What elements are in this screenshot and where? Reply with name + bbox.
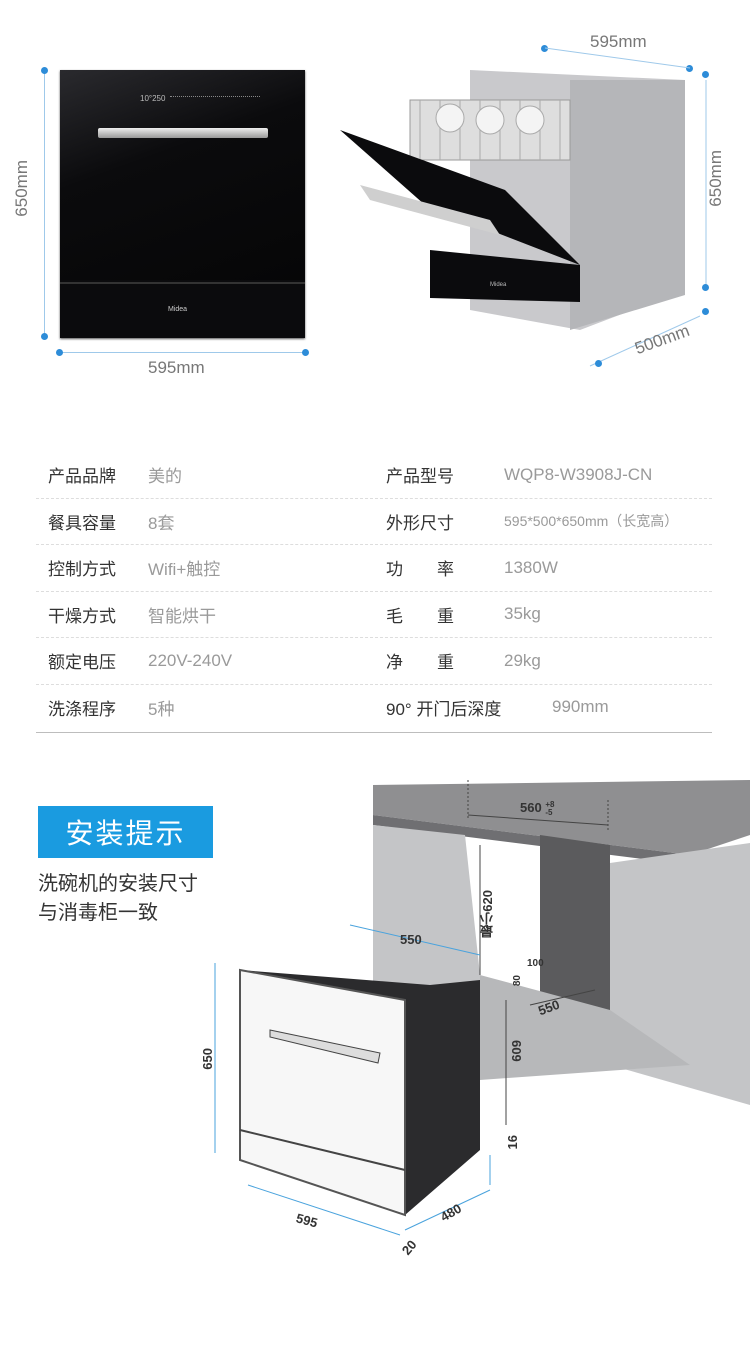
spec-label: 控制方式: [48, 560, 116, 580]
dishwasher-open-image: Midea: [340, 47, 707, 367]
glass-door: [60, 70, 305, 280]
side-width-label: 595mm: [590, 32, 647, 51]
svg-text:Midea: Midea: [490, 282, 507, 288]
cabinet-width-label: 560 +8 -5: [520, 800, 554, 817]
gap-609-label: 609: [509, 1040, 524, 1062]
door-divider: [60, 282, 305, 284]
control-panel-icons: [170, 96, 260, 100]
spec-label: 外形尺寸: [386, 513, 454, 533]
spec-label: 洗涤程序: [48, 699, 116, 719]
spec-label: 产品型号: [386, 467, 454, 487]
dimension-dot: [595, 360, 602, 367]
gap-100-label: 100: [527, 958, 544, 969]
spec-value: 美的: [148, 467, 182, 487]
spec-label: 功 率: [386, 560, 454, 580]
install-diagram: [214, 780, 750, 1236]
spec-value: 8套: [148, 513, 175, 533]
dimension-dot: [702, 284, 709, 291]
spec-value: 595*500*650mm（长宽高）: [504, 513, 679, 530]
spec-label: 90° 开门后深度: [386, 699, 502, 719]
dishwasher-front-image: 10°250 Midea: [60, 70, 305, 338]
dimension-dot: [702, 308, 709, 315]
install-note-line: 洗碗机的安装尺寸: [38, 873, 198, 895]
spec-table: 产品品牌 美的 产品型号 WQP8-W3908J-CN 餐具容量 8套 外形尺寸…: [36, 452, 712, 730]
spec-value: 35kg: [504, 604, 541, 624]
spec-row: 洗涤程序 5种 90° 开门后深度 990mm: [36, 685, 712, 731]
front-height-line: [44, 71, 45, 337]
cabinet-height-label: 最小620: [480, 890, 495, 938]
spec-row: 额定电压 220V-240V 净 重 29kg: [36, 638, 712, 685]
spec-value: 990mm: [552, 697, 609, 717]
spec-value: WQP8-W3908J-CN: [504, 464, 653, 484]
front-height-label: 650mm: [12, 160, 31, 217]
tolerance-minus: -5: [545, 807, 553, 817]
spec-row: 餐具容量 8套 外形尺寸 595*500*650mm（长宽高）: [36, 499, 712, 545]
dimension-dot: [41, 67, 48, 74]
unit-height-label: 650: [200, 1048, 215, 1070]
dimension-dot: [541, 45, 548, 52]
install-note: 洗碗机的安装尺寸 与消毒柜一致: [38, 870, 198, 928]
gap-16-label: 16: [505, 1135, 520, 1150]
spec-label: 额定电压: [48, 653, 116, 673]
install-note-line: 与消毒柜一致: [38, 902, 158, 924]
door-handle: [98, 128, 268, 138]
control-display: 10°250: [140, 94, 166, 103]
spec-row: 产品品牌 美的 产品型号 WQP8-W3908J-CN: [36, 452, 712, 499]
side-height-label: 650mm: [706, 150, 725, 207]
spec-label: 毛 重: [386, 606, 454, 626]
spec-value: 220V-240V: [148, 650, 233, 670]
spec-row: 干燥方式 智能烘干 毛 重 35kg: [36, 592, 712, 638]
spec-value: Wifi+触控: [148, 560, 221, 580]
dimension-dot: [41, 333, 48, 340]
spec-divider: [36, 732, 712, 733]
spec-label: 餐具容量: [48, 513, 116, 533]
install-title: 安装提示: [38, 806, 213, 858]
dimension-dot: [302, 349, 309, 356]
spec-value: 29kg: [504, 650, 541, 670]
spec-row: 控制方式 Wifi+触控 功 率 1380W: [36, 545, 712, 592]
dimension-dot: [56, 349, 63, 356]
spec-value: 智能烘干: [148, 606, 216, 626]
spec-value: 1380W: [504, 557, 558, 577]
tolerance-plus: +8: [545, 799, 555, 809]
front-width-line: [60, 352, 308, 353]
dimension-dot: [702, 71, 709, 78]
dimension-dot: [686, 65, 693, 72]
brand-logo: Midea: [168, 306, 188, 313]
spec-label: 干燥方式: [48, 606, 116, 626]
spec-label: 净 重: [386, 653, 454, 673]
spec-value: 5种: [148, 699, 175, 719]
cabinet-width-value: 560: [520, 800, 542, 815]
spec-label: 产品品牌: [48, 467, 116, 487]
front-width-label: 595mm: [148, 358, 205, 377]
cabinet-depth-label: 550: [400, 932, 422, 947]
gap-80-label: 80: [512, 975, 523, 987]
